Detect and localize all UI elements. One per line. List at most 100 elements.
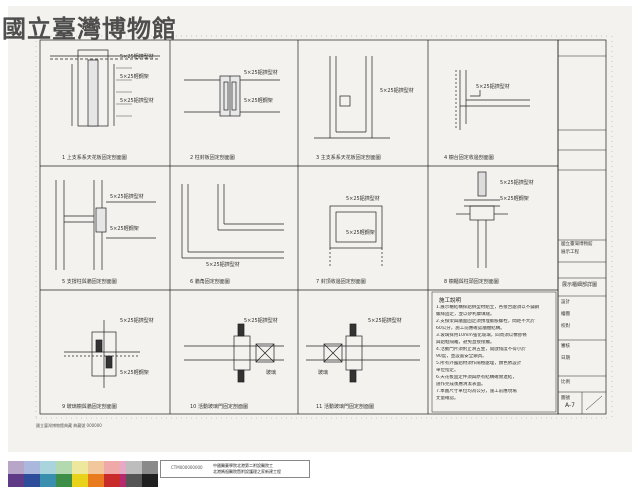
callout-label: 5×25鋁擠型材	[346, 196, 380, 202]
callout-label: 5×25輕鋼架	[346, 230, 375, 236]
color-swatch	[40, 474, 56, 487]
note-line: 90度，並設置安全鎖具。	[436, 354, 487, 359]
callout-label: 5×25鋁擠型材	[368, 318, 402, 324]
callout-label: 5×25輕鋼架	[500, 196, 529, 202]
caption-2: 2 柱封板固定剖面圖	[190, 155, 235, 161]
gray-swatches-bottom	[126, 474, 158, 487]
color-swatch	[8, 461, 24, 474]
note-line: 丈量確認。	[436, 396, 459, 401]
color-swatch	[24, 461, 40, 474]
callout-label: 5×25鋁擠型材	[500, 180, 534, 186]
title-block-row: 設計	[561, 300, 570, 305]
color-swatch	[72, 474, 88, 487]
color-swatch	[88, 461, 104, 474]
caption-1: 1 上支系系天花板固定剖面圖	[62, 155, 127, 161]
callout-label: 5×25鋁擠型材	[476, 84, 510, 90]
callout-label: 5×25鋁擠型材	[120, 54, 154, 60]
color-swatch	[40, 461, 56, 474]
strip-line: 北港媽祖醫院暨附設護理之家新建工程	[213, 469, 281, 474]
title-block-row: 比例	[561, 380, 570, 385]
detail-4	[455, 70, 530, 130]
callout-label: 5×25輕鋼架	[120, 74, 149, 80]
title-block	[558, 55, 606, 414]
gray-swatch	[142, 461, 158, 474]
note-line: 7.本圖尺寸單位均為公分，施工前應現場	[436, 389, 517, 394]
color-swatch	[8, 474, 24, 487]
color-swatches-bottom	[8, 474, 136, 487]
title-block-row: 圖號	[561, 396, 570, 401]
callout-label: 5×25鋁擠型材	[120, 318, 154, 324]
caption-3: 3 主支系系天花板固定剖面圖	[316, 155, 381, 161]
callout-label: 玻璃	[266, 370, 277, 376]
note-line: 1.展示櫃結構採鋁擠型材組立，各接合處須以不鏽鋼	[436, 305, 540, 310]
caption-11: 11 活動玻璃門固定剖面圖	[316, 404, 374, 410]
gray-swatch	[126, 474, 142, 487]
callout-label: 5×25鋁擠型材	[244, 318, 278, 324]
note-line: 3.玻璃採用10mm強化玻璃，四周須以橡膠條	[436, 333, 527, 338]
notes-title: 施工說明	[439, 298, 462, 304]
title-block-row: 審核	[561, 344, 570, 349]
note-line: 施作完成後應清潔表面。	[436, 382, 486, 387]
color-swatch	[104, 461, 120, 474]
note-line: 60公分，施工前應確認牆體結構。	[436, 326, 505, 331]
gray-swatches-top	[126, 461, 158, 474]
gray-swatch	[142, 474, 158, 487]
note-line: 單位指定。	[436, 368, 459, 373]
callout-label: 5×25鋁擠型材	[206, 262, 240, 268]
note-line: 2.支撐架與牆面固定須預埋膨脹螺栓，間距不大於	[436, 319, 535, 324]
detail-10	[184, 323, 284, 383]
caption-10: 10 活動玻璃門固定剖面圖	[190, 404, 248, 410]
caption-9: 9 玻璃櫥與牆固定剖面圖	[62, 404, 117, 410]
callout-label: 5×25輕鋼架	[244, 98, 273, 104]
detail-11	[306, 323, 420, 383]
color-swatches-top	[8, 461, 136, 474]
color-swatch	[56, 461, 72, 474]
detail-8	[456, 171, 508, 268]
note-line: 5.所有外露鋁材須作陽極處理，顏色依設計	[436, 361, 522, 366]
caption-5: 5 支撐柱與牆固定剖面圖	[62, 279, 117, 285]
footer-text: 國立臺灣博物館典藏 典藏號 000000	[36, 423, 102, 428]
callout-label: 5×25輕鋼架	[110, 226, 139, 232]
detail-5	[55, 180, 156, 270]
caption-4: 4 櫥台固定收邊剖面圖	[444, 155, 494, 161]
strip-line: 中國醫藥學院北港第二附設醫院工	[213, 463, 273, 468]
note-line: 6.天花板固定件須與原有結構確實連結，	[436, 375, 517, 380]
drawing-sheet	[8, 6, 632, 452]
detail-9	[64, 320, 140, 388]
detail-6	[181, 184, 284, 259]
detail-2	[184, 75, 280, 117]
callout-label: 5×25輕鋼架	[120, 370, 149, 376]
color-swatch	[72, 461, 88, 474]
watermark-text: 國立臺灣博物館	[2, 14, 177, 43]
detail-1	[50, 49, 160, 127]
color-swatch	[88, 474, 104, 487]
note-line: 4.活動門片須附止滑五金，開啟角度不得小於	[436, 347, 526, 352]
callout-label: 玻璃	[318, 370, 329, 376]
barcode-text: CTM000000000	[171, 465, 203, 470]
caption-7: 7 封頂收邊固定剖面圖	[316, 279, 366, 285]
title-block-row: 校對	[561, 324, 570, 329]
caption-6: 6 牆角固定剖面圖	[190, 279, 230, 285]
color-swatch	[24, 474, 40, 487]
sheet-title: 展示櫃細部詳圖	[562, 282, 598, 288]
color-swatch	[56, 474, 72, 487]
gray-swatch	[126, 461, 142, 474]
title-block-row: 展示工程	[561, 250, 579, 255]
callout-label: 5×25鋁擠型材	[120, 98, 154, 104]
sheet-number: A-7	[565, 402, 575, 409]
title-block-row: 日期	[561, 356, 570, 361]
note-line: 與鋁框隔離，避免直接接觸。	[436, 340, 495, 345]
note-line: 螺絲固定，並以矽利康填縫。	[436, 312, 495, 317]
color-swatch	[104, 474, 120, 487]
callout-label: 5×25鋁擠型材	[380, 88, 414, 94]
archive-label-strip: CTM000000000 中國醫藥學院北港第二附設醫院工 北港媽祖醫院暨附設護理…	[160, 460, 310, 478]
detail-7	[329, 205, 383, 266]
title-block-row: 國立臺灣博物館	[561, 242, 593, 247]
callout-label: 5×25鋁擠型材	[244, 70, 278, 76]
callout-label: 5×25鋁擠型材	[110, 194, 144, 200]
notes-frame	[431, 291, 557, 413]
detail-3	[314, 56, 390, 139]
caption-8: 8 櫥櫃與柱頭固定剖面圖	[444, 279, 499, 285]
title-block-row: 繪圖	[561, 312, 570, 317]
